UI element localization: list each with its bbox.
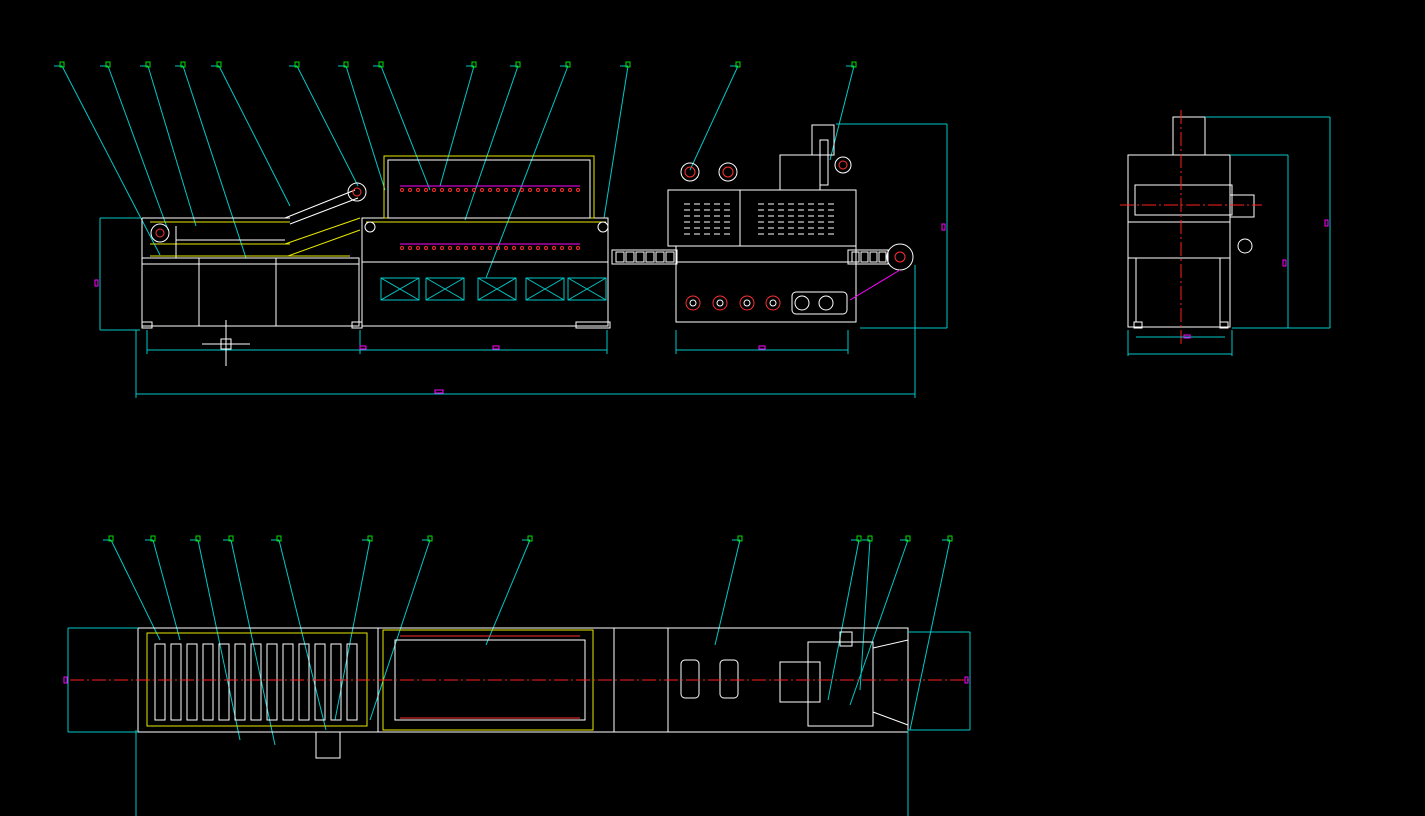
front-leader [107,65,169,231]
plan-leader-lines [103,535,953,746]
front-balloon [294,61,300,68]
front-balloon [343,61,349,68]
front-leader [182,65,247,259]
drive-section [667,124,914,323]
front-leader [603,65,629,219]
plan-leader [334,539,371,721]
front-leader [689,65,739,171]
plan-leader [197,539,241,741]
heater-lamps [400,188,580,250]
front-leader [147,65,197,227]
plan-balloon [150,535,156,542]
plan-leader [152,539,181,641]
front-leader [380,65,431,191]
plan-balloon [108,535,114,542]
plan-balloon [856,535,862,542]
plan-leader [859,539,871,691]
front-leader [485,65,569,279]
front-leader [296,65,359,187]
front-balloon [735,61,741,68]
plan-leader [714,539,741,646]
plan-balloon [195,535,201,542]
front-elevation-view [54,61,948,398]
front-balloon [180,61,186,68]
heater-panels [380,277,607,301]
plan-balloon [276,535,282,542]
plan-leader [849,539,909,706]
plan-view [63,535,971,816]
front-leader [439,65,475,187]
plan-leader [485,539,531,646]
plan-balloon [427,535,433,542]
front-balloon [145,61,151,68]
front-dimensions [94,123,948,398]
heating-tunnel [361,155,611,329]
front-leader [61,65,161,256]
front-balloon [625,61,631,68]
front-leader [464,65,519,221]
front-balloon [59,61,65,68]
front-leader [345,65,386,191]
plan-balloon [947,535,953,542]
front-balloon [216,61,222,68]
plan-balloon [867,535,873,542]
plan-leader [909,539,951,731]
front-balloon [378,61,384,68]
plan-leader [827,539,860,701]
plan-leader [230,539,276,746]
front-balloon [565,61,571,68]
conveyor-slats [154,643,358,721]
front-balloon [851,61,857,68]
front-leader [218,65,291,207]
plan-balloon [737,535,743,542]
plan-balloon [527,535,533,542]
front-balloon [105,61,111,68]
rollers [685,295,834,311]
front-balloon [471,61,477,68]
plan-leader [110,539,161,641]
vent-slots [684,203,834,235]
side-elevation-view [1120,110,1331,356]
plan-balloon [367,535,373,542]
front-leader-lines [54,61,857,279]
front-balloon [515,61,521,68]
plan-balloon [228,535,234,542]
plan-leader [278,539,327,731]
plan-balloon [905,535,911,542]
infeed-conveyor [141,182,367,329]
